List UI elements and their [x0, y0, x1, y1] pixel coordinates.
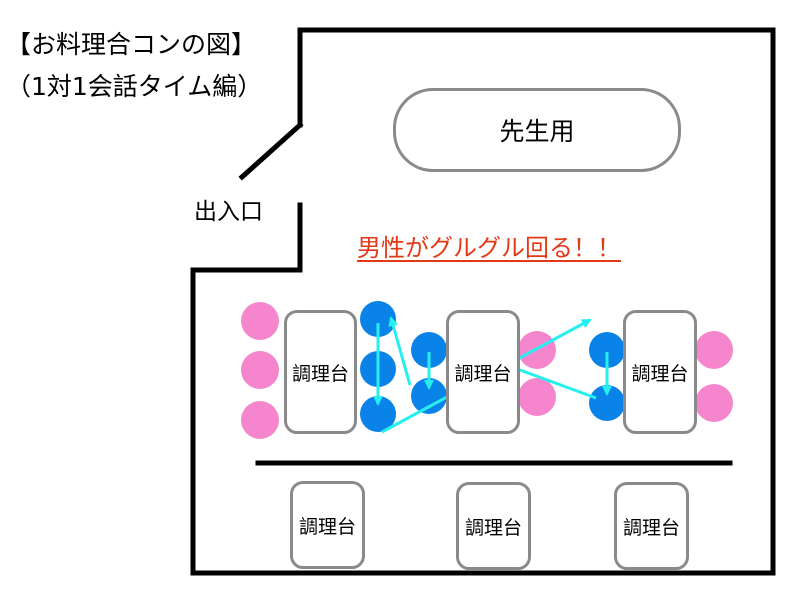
entrance-door [238, 121, 304, 181]
room-outer-wall [190, 27, 776, 576]
female-seat [241, 351, 279, 389]
cooking-station-label: 調理台 [298, 515, 356, 538]
female-seats [241, 302, 733, 439]
room-walls [190, 27, 776, 576]
cooking-station-label: 調理台 [454, 362, 512, 385]
cooking-station-label: 調理台 [464, 516, 522, 539]
cooking-station: 調理台 [446, 310, 520, 434]
female-seat [241, 302, 279, 340]
male-seat [360, 301, 396, 337]
female-seat [241, 401, 279, 439]
female-seat [695, 331, 733, 369]
male-seat [589, 385, 625, 421]
diagram-subtitle: （1対1会話タイム編） [6, 72, 263, 101]
entrance-label: 出入口 [194, 199, 263, 225]
cooking-station-label: 調理台 [291, 362, 349, 385]
cooking-station: 調理台 [290, 481, 365, 569]
male-seat [360, 396, 396, 432]
male-seat [411, 378, 447, 414]
cooking-station: 調理台 [614, 482, 689, 570]
cooking-station-label: 調理台 [631, 362, 689, 385]
teacher-table: 先生用 [393, 88, 681, 172]
diagram-title: 【お料理合コンの図】 [6, 30, 257, 59]
rotation-arrow [388, 316, 412, 386]
rotation-callout: 男性がグルグル回る！！ [357, 234, 621, 262]
cooking-station: 調理台 [623, 310, 697, 434]
teacher-table-label: 先生用 [499, 117, 575, 146]
cooking-station: 調理台 [284, 310, 357, 434]
male-seat [589, 332, 625, 368]
cooking-station-label: 調理台 [622, 516, 680, 539]
female-seat [695, 384, 733, 422]
female-seat [518, 378, 556, 416]
male-seat [411, 332, 447, 368]
cooking-station: 調理台 [456, 482, 531, 570]
